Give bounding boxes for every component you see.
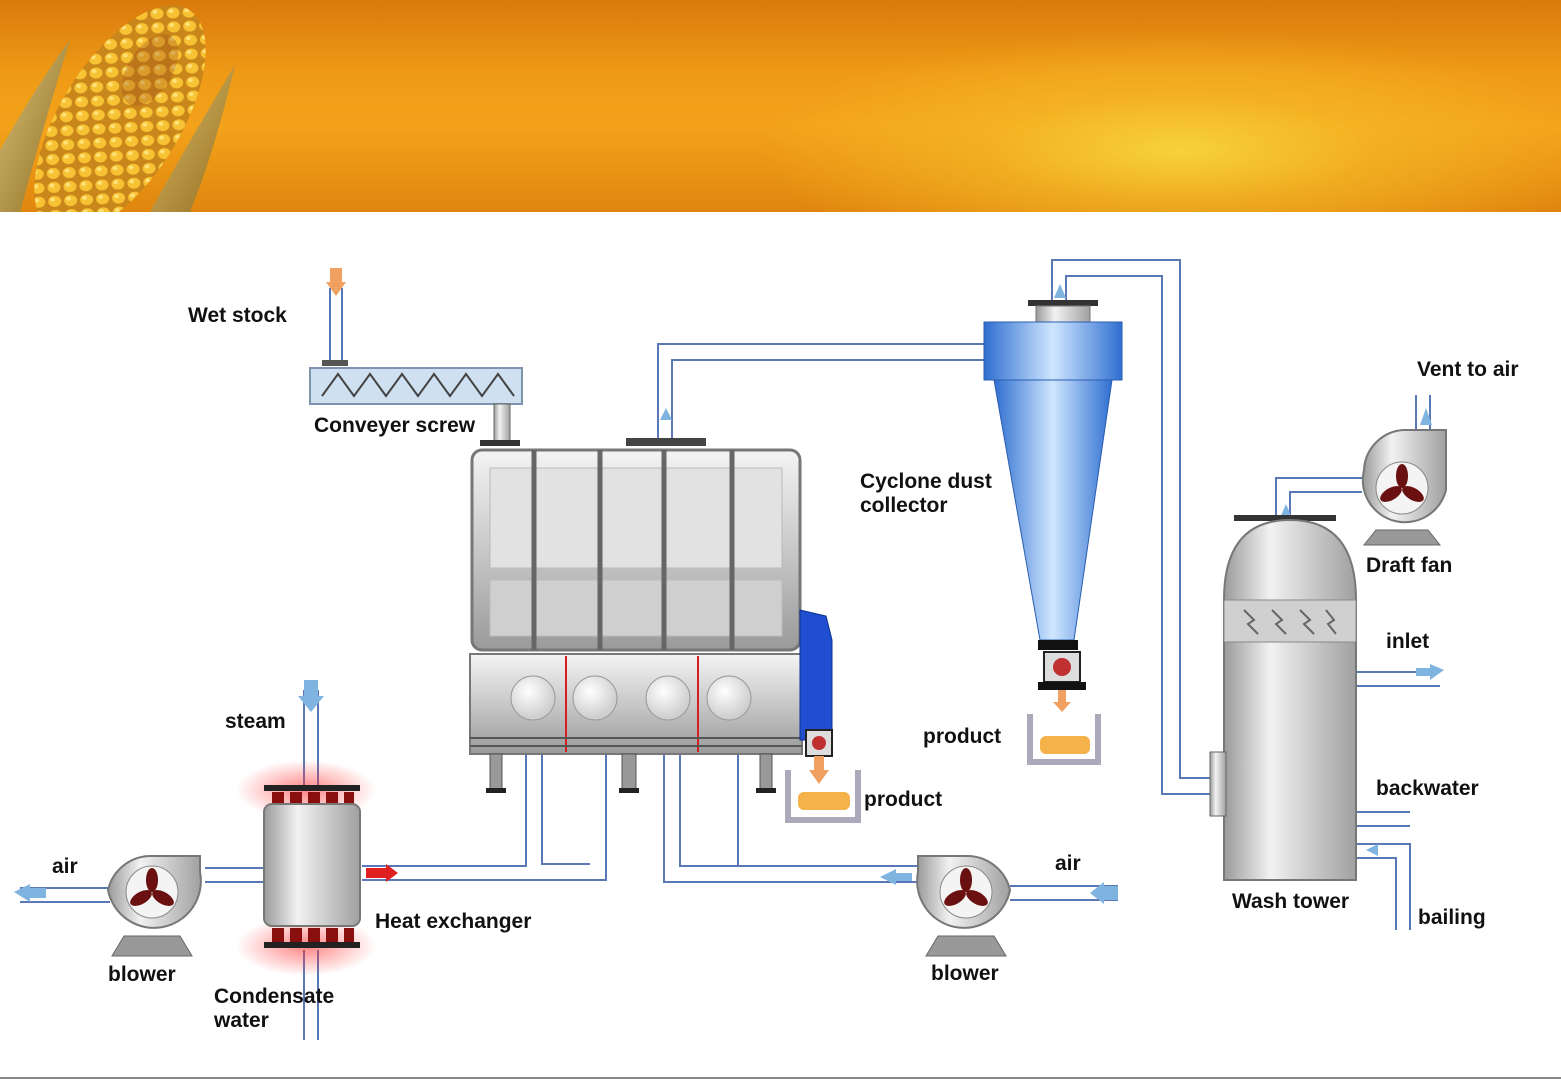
draft-fan xyxy=(1363,430,1446,545)
wash-tower xyxy=(1210,515,1356,880)
label-heat-exchanger: Heat exchanger xyxy=(375,910,531,934)
label-blower-right: blower xyxy=(931,962,999,986)
label-wet-stock: Wet stock xyxy=(188,304,287,328)
label-cyclone: Cyclone dust collector xyxy=(860,470,992,518)
blower-right xyxy=(917,856,1010,956)
label-steam: steam xyxy=(225,710,286,734)
label-blower-left: blower xyxy=(108,963,176,987)
label-product-cyclone: product xyxy=(923,725,1001,749)
label-draft-fan: Draft fan xyxy=(1366,554,1452,578)
label-product-dryer: product xyxy=(864,788,942,812)
process-flow-diagram xyxy=(0,212,1561,1077)
label-air-left: air xyxy=(52,855,78,879)
corn-cob-image xyxy=(0,0,260,212)
label-vent-to-air: Vent to air xyxy=(1417,358,1519,382)
label-wash-tower: Wash tower xyxy=(1232,890,1349,914)
label-condensate-water: Condensate water xyxy=(214,985,334,1033)
header-banner xyxy=(0,0,1561,212)
cyclone-dust-collector xyxy=(984,300,1122,762)
label-air-right: air xyxy=(1055,852,1081,876)
blower-left xyxy=(108,856,201,956)
label-conveyer-screw: Conveyer screw xyxy=(314,414,475,438)
label-bailing: bailing xyxy=(1418,906,1486,930)
bottom-divider xyxy=(0,1077,1561,1079)
label-inlet: inlet xyxy=(1386,630,1429,654)
label-backwater: backwater xyxy=(1376,777,1479,801)
